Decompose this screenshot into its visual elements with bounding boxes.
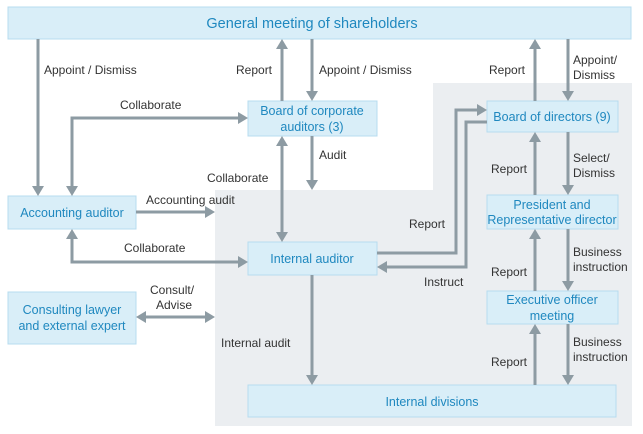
label-report-president: Report — [491, 162, 528, 176]
label-consult-advise-line1: Consult/ — [150, 283, 195, 297]
label-report-exec: Report — [491, 265, 528, 279]
executive-label-line2: meeting — [530, 309, 575, 323]
arrow-collaborate-low — [70, 239, 238, 264]
label-report-ia: Report — [409, 217, 446, 231]
label-appoint-dismiss-left: Appoint / Dismiss — [44, 63, 137, 77]
consulting-label-line2: and external expert — [18, 319, 126, 333]
board-of-directors-label: Board of directors (9) — [493, 110, 610, 124]
accounting-auditor-box[interactable]: Accounting auditor — [7, 195, 137, 230]
label-collaborate-top: Collaborate — [120, 98, 182, 112]
internal-auditor-label: Internal auditor — [270, 252, 353, 266]
label-appoint-dismiss-right-line1: Appoint/ — [573, 53, 618, 67]
label-appoint-dismiss-center: Appoint / Dismiss — [319, 63, 412, 77]
president-label-line2: Representative director — [487, 213, 616, 227]
label-accounting-audit: Accounting audit — [146, 193, 235, 207]
arrow-report-ia-to-board — [377, 108, 477, 255]
consulting-box[interactable]: Consulting lawyer and external expert — [7, 291, 137, 345]
label-instruct: Instruct — [424, 275, 464, 289]
label-select-dismiss-line1: Select/ — [573, 151, 610, 165]
label-internal-audit: Internal audit — [221, 336, 291, 350]
arrow-instruct — [387, 120, 487, 269]
accounting-auditor-label: Accounting auditor — [20, 206, 124, 220]
consulting-label-line1: Consulting lawyer — [23, 303, 122, 317]
arrow-collaborate-top — [70, 116, 238, 186]
label-report-corp: Report — [236, 63, 273, 77]
label-collaborate-mid: Collaborate — [207, 171, 269, 185]
label-select-dismiss-line2: Dismiss — [573, 166, 615, 180]
president-box[interactable]: President and Representative director — [486, 194, 619, 230]
label-business-instruction-1-line1: Business — [573, 245, 622, 259]
shareholders-label: General meeting of shareholders — [206, 16, 417, 32]
executive-label-line1: Executive officer — [506, 293, 597, 307]
executive-officer-box[interactable]: Executive officer meeting — [486, 290, 619, 325]
board-of-directors-box[interactable]: Board of directors (9) — [486, 100, 619, 133]
label-report-divisions: Report — [491, 355, 528, 369]
label-business-instruction-2-line2: instruction — [573, 350, 628, 364]
label-business-instruction-1-line2: instruction — [573, 260, 628, 274]
label-business-instruction-2-line1: Business — [573, 335, 622, 349]
corporate-auditors-label-line2: auditors (3) — [280, 120, 343, 134]
label-audit: Audit — [319, 148, 347, 162]
internal-divisions-box[interactable]: Internal divisions — [247, 384, 617, 418]
shareholders-box[interactable]: General meeting of shareholders — [7, 6, 632, 40]
label-report-board: Report — [489, 63, 526, 77]
label-collaborate-low: Collaborate — [124, 241, 186, 255]
corporate-auditors-label-line1: Board of corporate — [260, 104, 364, 118]
arrows — [32, 39, 574, 385]
internal-auditor-box[interactable]: Internal auditor — [247, 241, 378, 276]
president-label-line1: President and — [513, 198, 590, 212]
arrow-labels: Appoint / Dismiss Report Appoint / Dismi… — [44, 53, 628, 369]
corporate-auditors-box[interactable]: Board of corporate auditors (3) — [247, 100, 378, 137]
internal-divisions-label: Internal divisions — [385, 395, 478, 409]
label-appoint-dismiss-right-line2: Dismiss — [573, 68, 615, 82]
label-consult-advise-line2: Advise — [156, 298, 192, 312]
